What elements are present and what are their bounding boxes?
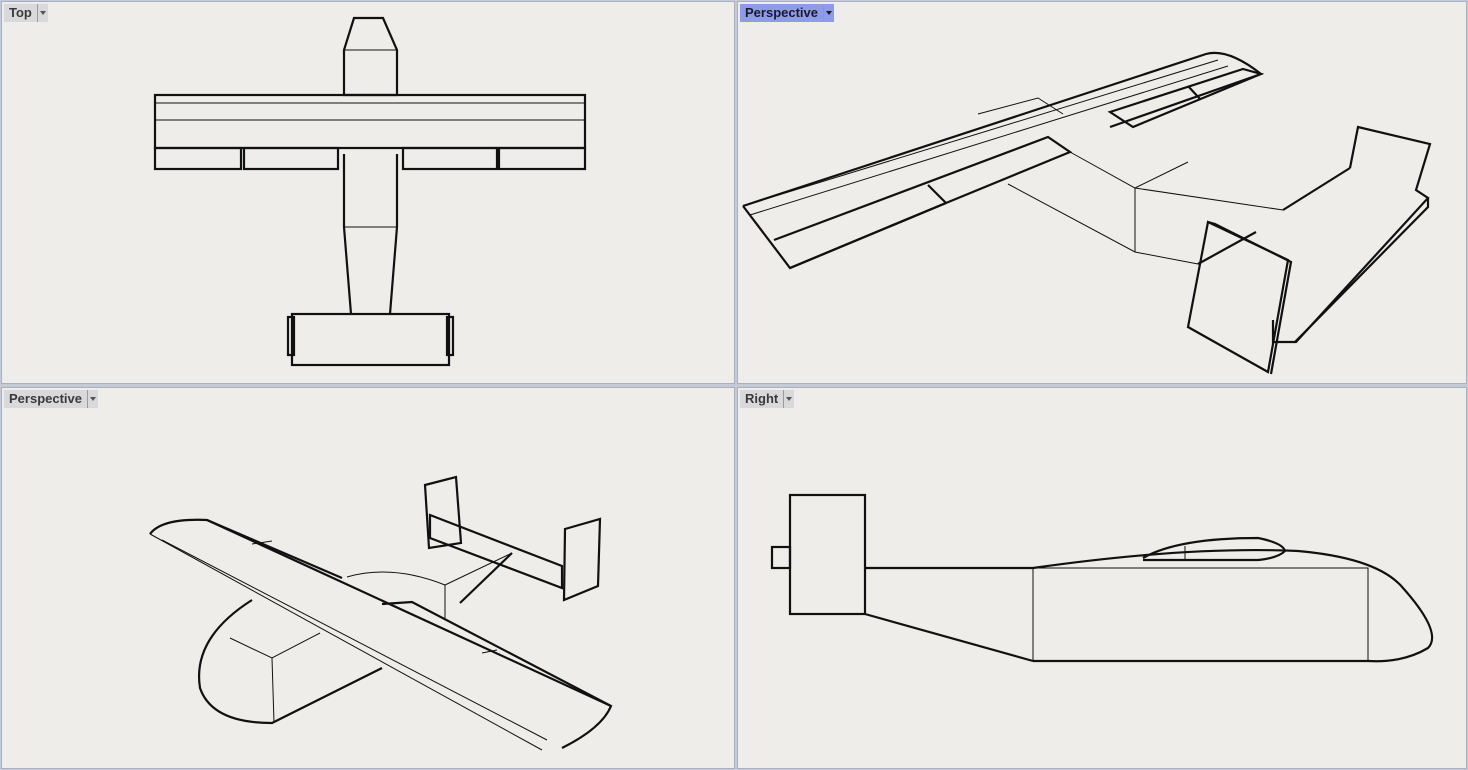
viewport-tab-label: Top (4, 4, 38, 22)
viewport-top[interactable]: Top (1, 1, 735, 384)
viewport-right[interactable]: Right (737, 387, 1467, 769)
viewport-tab-perspective-1[interactable]: Perspective (740, 4, 834, 22)
chevron-down-icon[interactable] (824, 4, 834, 22)
model-perspective-view-1 (742, 51, 1432, 375)
model-right-view (770, 493, 1434, 663)
chevron-down-icon[interactable] (88, 390, 98, 408)
viewport-tab-label: Perspective (740, 4, 824, 22)
viewport-tab-top[interactable]: Top (4, 4, 48, 22)
viewport-tab-label: Perspective (4, 390, 88, 408)
chevron-down-icon[interactable] (37, 4, 48, 22)
model-perspective-view-2 (149, 475, 613, 751)
viewport-tab-label: Right (740, 390, 785, 408)
chevron-down-icon[interactable] (784, 390, 795, 408)
viewport-perspective-2[interactable]: Perspective (1, 387, 735, 769)
model-top-view (153, 16, 587, 367)
viewport-tab-perspective-2[interactable]: Perspective (4, 390, 98, 408)
viewport-tab-right[interactable]: Right (740, 390, 795, 408)
viewport-perspective-1[interactable]: Perspective (737, 1, 1467, 384)
